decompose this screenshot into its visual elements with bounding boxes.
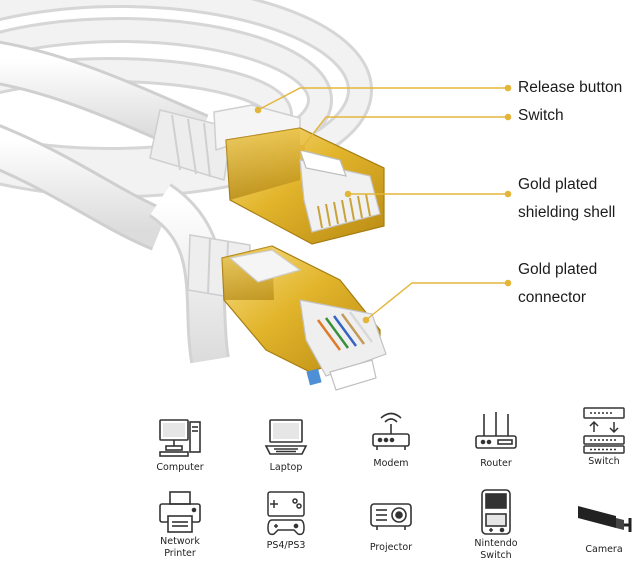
device-router: Router: [448, 410, 544, 470]
computer-icon: [159, 419, 201, 457]
device-label: Modem: [373, 458, 409, 469]
router-icon: [475, 412, 517, 449]
device-network-printer: Network Printer: [132, 490, 228, 560]
device-ps4-ps3: PS4/PS3: [238, 490, 334, 552]
callout-release-button: Release button: [518, 79, 623, 96]
device-label: Camera: [585, 544, 623, 555]
callout-gold-connector: Gold plated connector: [518, 256, 597, 312]
device-label-line1: Nintendo: [474, 538, 518, 549]
device-nintendo-switch: Nintendo Switch: [448, 488, 544, 562]
device-network-switch: Switch: [556, 406, 640, 468]
device-computer: Computer: [132, 416, 228, 474]
printer-icon: [159, 491, 201, 533]
device-label: Laptop: [269, 462, 303, 473]
device-label-line2: Switch: [480, 550, 512, 561]
laptop-icon: [264, 419, 308, 455]
device-label: Router: [480, 458, 512, 469]
handheld-console-icon: [481, 489, 511, 535]
device-label: Network Printer: [132, 536, 228, 560]
callout-connector-line1: Gold plated: [518, 261, 598, 278]
device-camera: Camera: [556, 500, 640, 556]
device-label: Projector: [369, 542, 413, 553]
modem-icon: [372, 412, 410, 450]
callout-shielding-shell: Gold plated shielding shell: [518, 171, 615, 227]
device-label: Computer: [156, 462, 204, 473]
device-laptop: Laptop: [238, 416, 334, 474]
callout-leader-lines: [254, 84, 512, 324]
upper-rj45-connector: [213, 104, 385, 245]
device-label: Nintendo Switch: [448, 538, 544, 562]
callout-switch: Switch: [518, 107, 564, 124]
callout-shell-line2: shielding shell: [518, 204, 616, 221]
device-label-line1: Network: [160, 536, 200, 547]
device-label-line2: Printer: [164, 548, 196, 559]
device-label: PS4/PS3: [266, 540, 306, 551]
callout-connector-line2: connector: [518, 289, 587, 306]
lower-rj45-connector: [221, 245, 387, 391]
network-switch-icon: [583, 407, 625, 454]
projector-icon: [370, 503, 412, 530]
cable-product-illustration: [0, 0, 512, 391]
device-modem: Modem: [343, 412, 439, 470]
device-projector: Projector: [343, 498, 439, 554]
callout-shell-line1: Gold plated: [518, 176, 598, 193]
game-console-icon: [267, 491, 305, 536]
device-label: Switch: [588, 456, 620, 467]
security-camera-icon: [578, 506, 632, 532]
cable-upper: [0, 40, 233, 181]
